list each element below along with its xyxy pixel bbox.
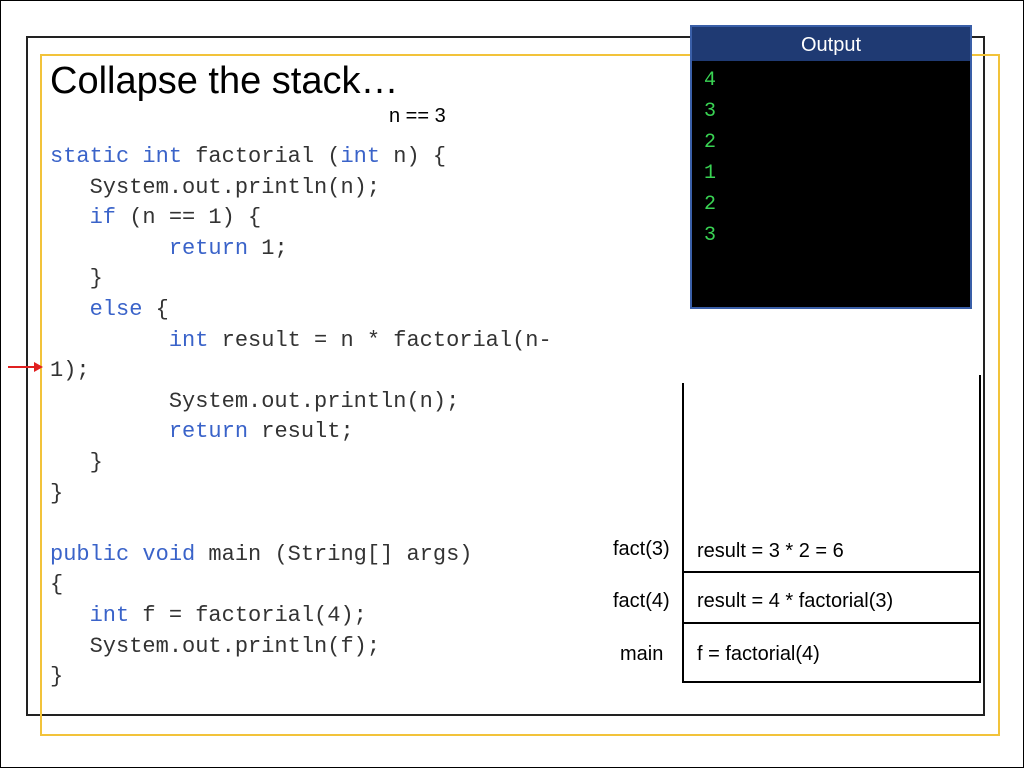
code-text: 1); <box>50 358 90 384</box>
output-line: 2 <box>704 131 717 154</box>
code-text: factorial ( <box>182 144 341 169</box>
code-line: } <box>50 448 552 479</box>
code-text: System.out.println(f); <box>50 633 381 659</box>
code-line: static int factorial (int n) { <box>50 142 552 173</box>
code-text: result = n * factorial(n- <box>208 327 552 353</box>
code-text: { <box>142 296 169 322</box>
stack-left-wall <box>682 383 684 683</box>
slide-title: Collapse the stack… <box>50 60 399 102</box>
code-line <box>50 509 552 540</box>
stack-frame-label: fact(3) <box>613 538 670 560</box>
code-keyword: return <box>50 235 249 261</box>
code-keyword: return <box>50 419 249 445</box>
code-text: } <box>50 266 103 292</box>
output-line: 4 <box>704 69 717 92</box>
code-keyword: static int <box>50 144 183 169</box>
code-text: (n == 1) { <box>116 205 262 231</box>
code-line: System.out.println(n); <box>50 173 552 204</box>
code-line: } <box>50 662 552 693</box>
output-lines: 4 3 2 1 2 3 <box>692 61 970 251</box>
stack-frame-label: fact(4) <box>613 590 670 612</box>
stack-right-wall <box>979 375 981 683</box>
slide-frame <box>26 36 985 716</box>
code-text: f = factorial(4); <box>129 602 367 628</box>
n-value-label: n == 3 <box>389 105 446 127</box>
code-text: } <box>50 480 64 506</box>
code-line: return result; <box>50 417 552 448</box>
output-line: 3 <box>704 100 717 123</box>
code-line: } <box>50 479 552 510</box>
output-header: Output <box>692 27 970 61</box>
code-keyword: int <box>340 144 381 169</box>
code-line: } <box>50 264 552 295</box>
code-line: else { <box>50 295 552 326</box>
code-line: int f = factorial(4); <box>50 601 552 632</box>
code-keyword: else <box>50 296 143 322</box>
code-text: main (String[] args) <box>195 541 473 567</box>
code-text: } <box>50 449 103 475</box>
stack-frame-content: result = 4 * factorial(3) <box>697 590 894 612</box>
code-line: if (n == 1) { <box>50 203 552 234</box>
stack-divider <box>682 622 981 624</box>
code-line: return 1; <box>50 234 552 265</box>
code-text: n) { <box>380 144 447 169</box>
output-panel: Output 4 3 2 1 2 3 <box>690 25 972 309</box>
code-text: } <box>50 664 64 690</box>
code-block: static int factorial (int n) { System.ou… <box>50 142 552 693</box>
code-keyword: int <box>50 602 130 628</box>
code-keyword: int <box>50 327 209 353</box>
code-keyword: public void <box>50 541 196 567</box>
stack-frame-content: result = 3 * 2 = 6 <box>697 540 844 562</box>
code-text: System.out.println(n); <box>50 388 460 414</box>
code-line: System.out.println(f); <box>50 632 552 663</box>
output-line: 3 <box>704 224 717 247</box>
code-line: 1); <box>50 356 552 387</box>
stack-bottom <box>682 681 981 683</box>
stack-divider <box>682 571 981 573</box>
code-line: { <box>50 570 552 601</box>
code-line: int result = n * factorial(n- <box>50 326 552 357</box>
code-text: 1; <box>248 235 288 261</box>
code-text: System.out.println(n); <box>50 174 381 200</box>
code-line: public void main (String[] args) <box>50 540 552 571</box>
code-keyword: if <box>50 205 117 231</box>
slide-frame-accent <box>40 54 1000 736</box>
output-line: 2 <box>704 193 717 216</box>
stack-frame-content: f = factorial(4) <box>697 643 820 665</box>
output-line: 1 <box>704 162 717 185</box>
code-line: System.out.println(n); <box>50 387 552 418</box>
code-text: { <box>50 572 64 598</box>
stack-frame-label: main <box>620 643 664 665</box>
code-text: result; <box>248 419 354 445</box>
current-line-arrow-icon <box>8 362 43 372</box>
